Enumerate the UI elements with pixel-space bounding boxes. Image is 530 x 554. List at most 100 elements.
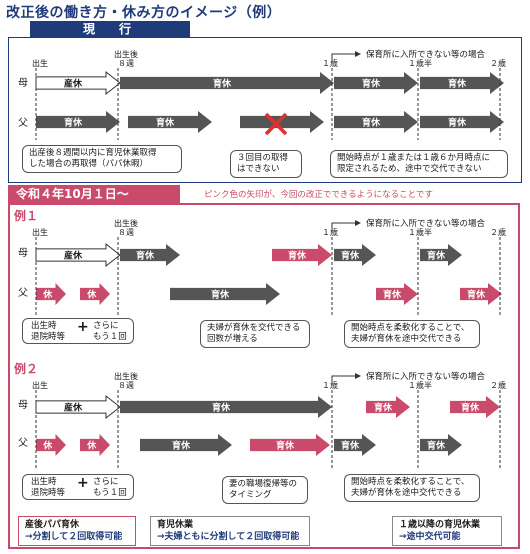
arrow-e2-mother-leave1: [120, 396, 332, 418]
example1-label: 例１: [14, 209, 39, 223]
label-nursery: 保育所に入所できない等の場合: [366, 218, 486, 229]
nursery-arrow: [331, 373, 361, 384]
arrow-current-mother-leave2: [334, 72, 418, 94]
label-8weeks: ８週: [118, 59, 134, 68]
summary-after-age1: １歳以降の育児休業→途中交代可能: [392, 516, 502, 546]
arrow-current-mother-leave1-label: 育休: [213, 78, 232, 90]
summary-papa-leave: 産後パパ育休→分割して２回取得可能: [18, 516, 136, 546]
callout-e1-flexible: 開始時点を柔軟化することで、夫婦が育休を途中交代できる: [344, 320, 480, 348]
arrow-e2-mother-maternity-label: 産休: [64, 402, 83, 414]
arrow-e1-father-leave1: [170, 283, 280, 305]
label-nursery: 保育所に入所できない等の場合: [366, 371, 486, 382]
label-age2: ２歳: [490, 58, 506, 68]
arrow-e2-father-leave2: [250, 434, 330, 456]
arrow-current-mother-leave1: [120, 72, 334, 94]
label-after-birth: 出生後: [114, 49, 138, 59]
label-age1: １歳: [322, 227, 338, 237]
arrow-current-mother-leave3-label: 育休: [448, 78, 467, 90]
arrow-e1-mother-maternity-label: 産休: [64, 250, 83, 262]
arrow-e1-father-papa2-label: 休: [86, 289, 97, 301]
label-birth: 出生: [32, 227, 48, 237]
callout-start-fixed: 開始時点が１歳または１歳６か月時点に限定されるため、途中で交代できない: [330, 150, 508, 178]
arrow-current-father-leave5-label: 育休: [448, 117, 467, 129]
arrow-current-father-leave1: [36, 111, 120, 133]
callout-e1-birth: 出生時退院時等 + さらにもう１回: [22, 318, 134, 344]
label-after-birth: 出生後: [114, 218, 138, 228]
label-birth: 出生: [32, 380, 48, 390]
arrow-e2-father-leave1: [140, 434, 232, 456]
label-age1: １歳: [322, 380, 338, 390]
label-age2: ２歳: [490, 380, 506, 390]
arrow-e1-mother-leave1: [120, 244, 180, 266]
callout-e2-birth: 出生時退院時等 + さらにもう１回: [22, 474, 134, 500]
arrow-e2-mother-leave2: [366, 396, 410, 418]
arrow-e2-father-papa1-label: 休: [42, 440, 53, 452]
arrow-e2-mother-leave2-label: 育休: [374, 402, 393, 414]
arrow-current-father-leave2: [128, 111, 212, 133]
callout-e2-return: 妻の職場復帰等のタイミング: [222, 476, 308, 504]
arrow-e2-father-leave4: [420, 434, 462, 456]
label-age15: １歳半: [408, 227, 432, 237]
arrow-e1-mother-leave4: [420, 244, 462, 266]
arrow-current-mother-maternity: [35, 70, 121, 96]
arrow-e2-father-papa2-label: 休: [86, 440, 97, 452]
arrow-current-father-leave4-label: 育休: [362, 117, 381, 129]
arrow-e1-mother-leave1-label: 育休: [136, 250, 155, 262]
arrow-e2-father-leave2-label: 育休: [276, 440, 295, 452]
arrow-e1-father-leave3-label: 育休: [467, 289, 486, 301]
arrow-e1-mother-maternity: [35, 242, 121, 268]
arrow-e2-father-papa1: [36, 434, 66, 456]
arrow-current-mother-maternity-label: 産休: [64, 78, 83, 90]
arrow-e2-father-leave3-label: 育休: [341, 440, 360, 452]
arrow-current-father-leave3: [240, 111, 324, 133]
label-after-birth: 出生後: [114, 371, 138, 381]
label-father: 父: [18, 287, 28, 299]
arrow-e2-father-leave1-label: 育休: [172, 440, 191, 452]
arrow-current-father-leave1-label: 育休: [64, 117, 83, 129]
label-father: 父: [18, 437, 28, 449]
label-nursery: 保育所に入所できない等の場合: [366, 49, 486, 60]
arrow-e1-father-papa1: [36, 283, 66, 305]
cross-icon: [264, 112, 288, 136]
arrow-e1-mother-leave2-label: 育休: [288, 250, 307, 262]
arrow-e1-father-leave2-label: 育休: [383, 289, 402, 301]
arrow-e2-mother-leave3: [450, 396, 500, 418]
arrow-current-father-leave5: [420, 111, 504, 133]
arrow-e2-father-leave3: [334, 434, 376, 456]
reiwa-tab: 令和４年10月１日～: [8, 185, 180, 204]
arrow-e2-mother-leave1-label: 育休: [212, 402, 231, 414]
label-birth: 出生: [32, 58, 48, 68]
arrow-e1-father-leave3: [460, 283, 502, 305]
current-system-tab: 現 行: [30, 21, 190, 38]
arrow-e2-mother-leave3-label: 育休: [461, 402, 480, 414]
label-age15: １歳半: [408, 380, 432, 390]
label-8weeks: ８週: [118, 381, 134, 390]
arrow-current-father-leave2-label: 育休: [156, 117, 175, 129]
pink-arrow-note: ピンク色の矢印が、今回の改正でできるようになることです: [204, 190, 433, 200]
arrow-e1-father-papa1-label: 休: [42, 289, 53, 301]
callout-e1-swap-count: 夫婦が育休を交代できる回数が増える: [200, 320, 310, 348]
example2-label: 例２: [14, 362, 39, 376]
arrow-current-mother-leave3: [420, 72, 504, 94]
nursery-arrow: [331, 51, 361, 62]
arrow-e1-mother-leave3-label: 育休: [341, 250, 360, 262]
label-mother: 母: [18, 247, 28, 259]
arrow-e2-mother-maternity: [35, 394, 121, 420]
arrow-e1-father-leave2: [376, 283, 418, 305]
arrow-e2-father-papa2: [80, 434, 110, 456]
arrow-e1-mother-leave3: [334, 244, 376, 266]
arrow-e1-father-papa2: [80, 283, 110, 305]
arrow-e1-mother-leave4-label: 育休: [427, 250, 446, 262]
label-8weeks: ８週: [118, 228, 134, 237]
arrow-current-father-leave4: [334, 111, 418, 133]
callout-third-time: ３回目の取得はできない: [230, 150, 302, 178]
label-age1: １歳: [322, 58, 338, 68]
label-age2: ２歳: [490, 227, 506, 237]
label-age15: １歳半: [408, 58, 432, 68]
label-father: 父: [18, 117, 28, 129]
callout-e2-flexible: 開始時点を柔軟化することで、夫婦が育休を途中交代できる: [344, 474, 480, 502]
arrow-e1-father-leave1-label: 育休: [211, 289, 230, 301]
page-title: 改正後の働き方・休み方のイメージ（例）: [6, 5, 282, 21]
label-mother: 母: [18, 399, 28, 411]
